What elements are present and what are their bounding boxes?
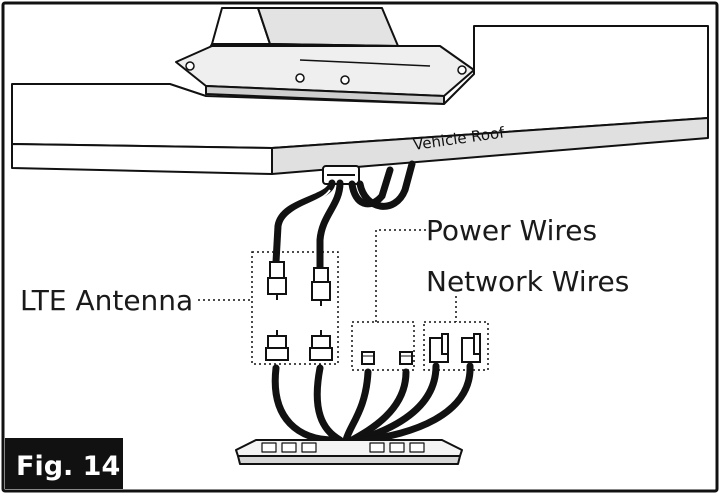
power-connector-left [361,351,375,365]
figure-badge-text: Fig. 14 [16,451,120,482]
lte-antenna-label: LTE Antenna [20,284,193,317]
network-wires-group [423,296,489,371]
lte-antenna-group [251,251,339,365]
lte-connector-upper-left [267,261,287,300]
lte-connector-lower-left [265,330,289,361]
network-hub [235,439,463,465]
power-wires-label: Power Wires [426,214,597,247]
lte-dotted-box [251,251,339,365]
power-dotted-box [351,321,415,371]
network-connector-left [429,333,449,363]
cable-bundle-highlight [283,189,331,227]
figure-badge: Fig. 14 [5,438,123,489]
power-connector-right [399,351,413,365]
router-housing [175,7,475,105]
vehicle-roof [11,25,709,175]
lte-connector-upper-right [311,267,331,306]
power-wires-group [351,229,426,371]
network-connector-right [461,333,481,363]
cable-bundle [271,160,474,444]
mount-bolts [185,61,467,85]
network-wires-label: Network Wires [426,265,629,298]
power-leader-line [375,229,426,322]
lte-connector-lower-right [309,330,333,361]
